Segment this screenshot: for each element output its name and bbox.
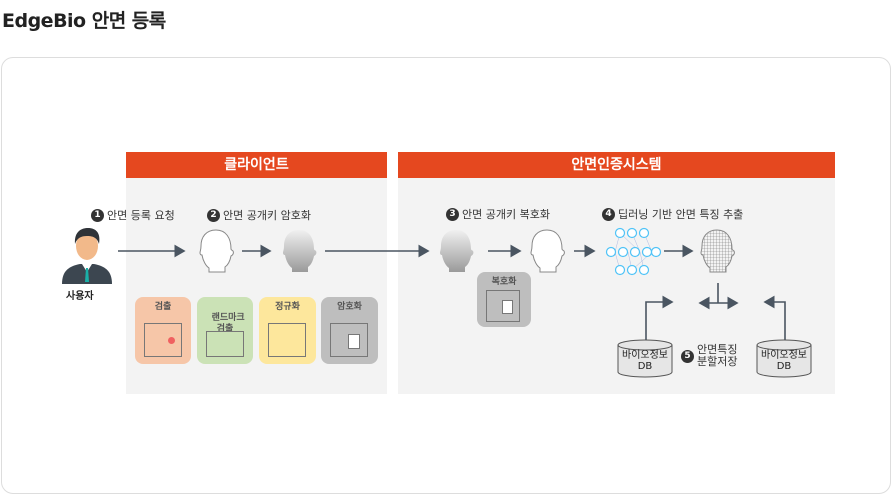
diagram-card bbox=[1, 57, 891, 494]
encryption-box: 암호화 bbox=[321, 297, 378, 364]
encryption-document-icon bbox=[330, 323, 368, 357]
feature-face-icon bbox=[700, 229, 735, 273]
box-label: 복호화 bbox=[491, 277, 517, 287]
decryption-document-icon bbox=[486, 290, 520, 322]
user-label: 사용자 bbox=[66, 291, 94, 302]
box-label: 랜드마크 검출 bbox=[211, 313, 245, 334]
box-label: 암호화 bbox=[337, 302, 362, 312]
detection-face-icon bbox=[144, 323, 182, 357]
step-label: 딥러닝 기반 안면 특징 추출 bbox=[618, 208, 744, 221]
step-label: 안면 공개키 복호화 bbox=[462, 208, 550, 221]
arrow bbox=[645, 295, 674, 340]
user-icon bbox=[62, 228, 112, 284]
step-number: 2 bbox=[207, 208, 220, 222]
face-icon bbox=[199, 229, 234, 273]
split-face-left-icon bbox=[677, 283, 695, 327]
database-left-icon bbox=[617, 339, 673, 378]
database-right-icon bbox=[756, 339, 812, 378]
normalization-face-icon bbox=[268, 323, 306, 357]
client-header: 클라이언트 bbox=[126, 152, 387, 178]
arrow bbox=[763, 295, 786, 340]
box-label: 정규화 bbox=[275, 302, 300, 312]
decryption-box: 복호화 bbox=[477, 272, 531, 327]
step-number: 4 bbox=[602, 207, 615, 221]
normalization-box: 정규화 bbox=[259, 297, 316, 364]
step-label: 안면 공개키 암호화 bbox=[223, 209, 311, 222]
database-right-label: 바이오정보 DB bbox=[761, 350, 807, 372]
box-label: 검출 bbox=[154, 302, 172, 312]
neural-network-icon bbox=[605, 227, 662, 276]
page-title: EdgeBio 안면 등록 bbox=[2, 10, 166, 32]
face-icon bbox=[530, 229, 565, 273]
step-label: 안면 등록 요청 bbox=[107, 209, 175, 222]
step-number: 5 bbox=[681, 349, 694, 363]
encrypted-face-icon bbox=[283, 230, 317, 272]
step-label: 안면특징 분할저장 bbox=[697, 343, 738, 368]
split-face-right-icon bbox=[740, 283, 761, 327]
landmark-face-icon bbox=[206, 331, 244, 357]
landmark-box: 랜드마크 검출 bbox=[197, 297, 253, 364]
step-number: 3 bbox=[446, 207, 459, 221]
detection-box: 검출 bbox=[135, 297, 191, 364]
step-number: 1 bbox=[91, 208, 104, 222]
encrypted-face-icon bbox=[440, 230, 474, 272]
database-left-label: 바이오정보 DB bbox=[622, 350, 668, 372]
system-header: 안면인증시스템 bbox=[398, 152, 835, 178]
